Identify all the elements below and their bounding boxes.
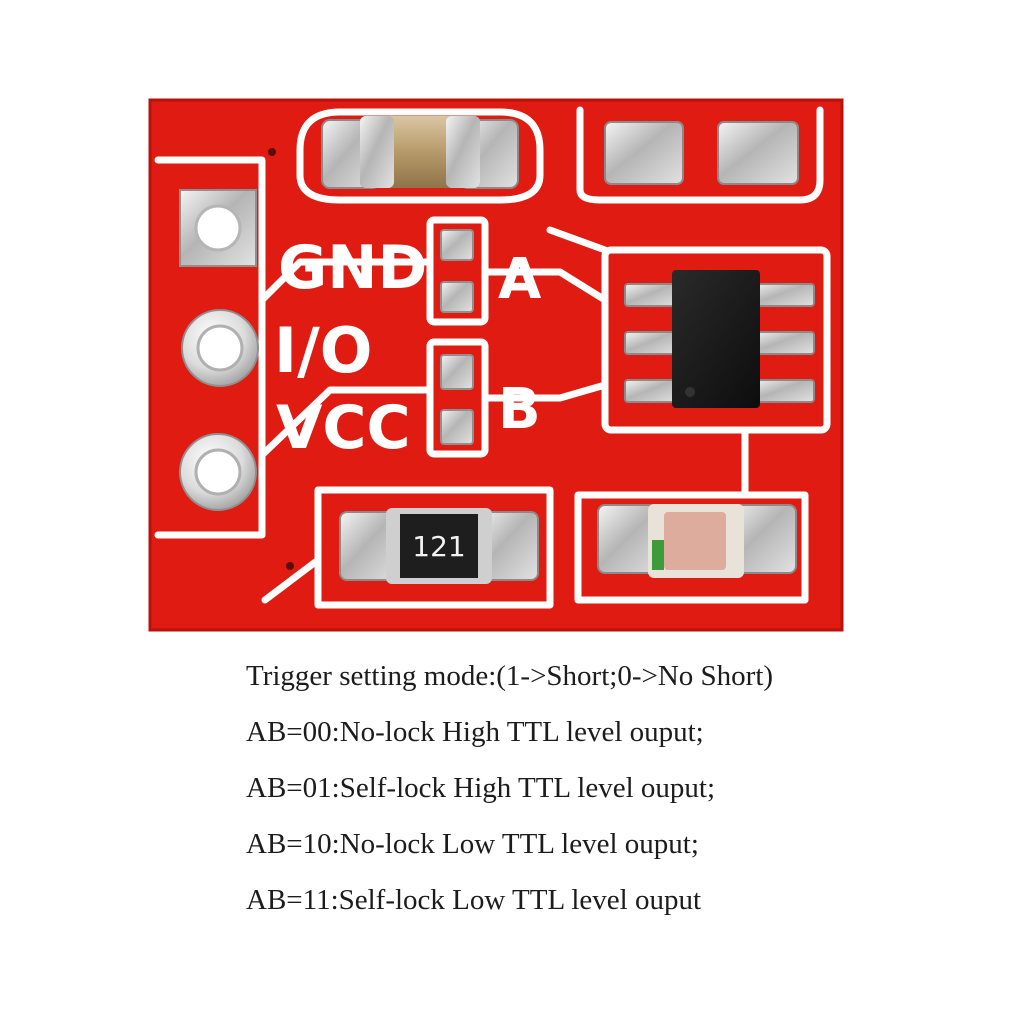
label-gnd: GND bbox=[278, 233, 427, 303]
notes-title: Trigger setting mode:(1->Short;0->No Sho… bbox=[246, 660, 774, 692]
mode-line-ab10: AB=10:No-lock Low TTL level ouput; bbox=[246, 828, 699, 860]
pin-header bbox=[179, 189, 259, 511]
silkscreen-labels: GND I/O VCC A B bbox=[274, 233, 542, 463]
jumper-a-pad-2 bbox=[440, 281, 474, 313]
jumper-a-pad-1 bbox=[440, 229, 474, 261]
jumper-pads bbox=[440, 229, 474, 445]
vias bbox=[268, 148, 294, 570]
top-capacitor bbox=[321, 116, 519, 189]
label-vcc: VCC bbox=[276, 393, 411, 463]
label-jumper-b: B bbox=[498, 377, 541, 442]
ic-chip bbox=[624, 270, 815, 408]
label-io: I/O bbox=[274, 314, 372, 387]
mode-line-ab11: AB=11:Self-lock Low TTL level ouput bbox=[246, 884, 702, 916]
trigger-mode-notes: Trigger setting mode:(1->Short;0->No Sho… bbox=[246, 648, 986, 928]
touch-sensor-board-photo: GND I/O VCC A B bbox=[148, 98, 844, 632]
top-right-pads bbox=[604, 121, 799, 185]
jumper-b-pad-2 bbox=[440, 409, 474, 445]
resistor-code: 121 bbox=[412, 530, 465, 563]
label-jumper-a: A bbox=[498, 247, 542, 312]
led bbox=[597, 504, 797, 578]
mode-line-ab00: AB=00:No-lock High TTL level ouput; bbox=[246, 716, 704, 748]
silkscreen-outlines bbox=[154, 106, 831, 609]
mode-line-ab01: AB=01:Self-lock High TTL level ouput; bbox=[246, 772, 716, 804]
jumper-b-pad-1 bbox=[440, 354, 474, 390]
bottom-resistor: 121 bbox=[339, 508, 539, 584]
